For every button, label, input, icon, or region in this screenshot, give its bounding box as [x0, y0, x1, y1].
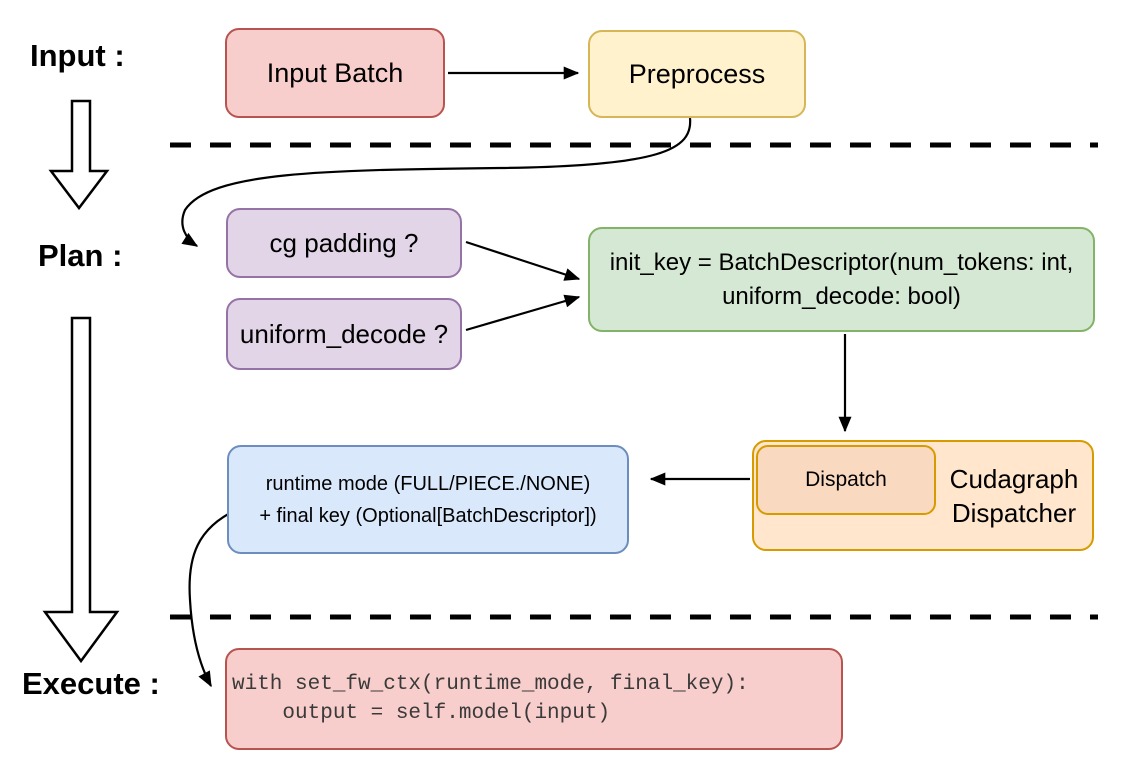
phase-label-input: Input :	[30, 38, 125, 73]
cudagraph-label-line1: Cudagraph	[949, 463, 1079, 494]
phase-label-plan: Plan :	[38, 238, 123, 273]
node-uniform-decode-label: uniform_decode ?	[239, 318, 449, 349]
node-preprocess: Preprocess	[588, 30, 806, 118]
node-preprocess-label: Preprocess	[628, 58, 766, 89]
node-dispatch-label: Dispatch	[805, 468, 887, 491]
execute-code-line1: with set_fw_ctx(runtime_mode, final_key)…	[232, 673, 749, 696]
node-runtime-result: runtime mode (FULL/PIECE./NONE) + final …	[227, 445, 629, 554]
phase-arrow-input-to-plan-icon	[48, 99, 110, 211]
phase-label-execute: Execute :	[22, 666, 160, 701]
node-execute-code: with set_fw_ctx(runtime_mode, final_key)…	[225, 648, 843, 750]
node-runtime-result-line1: runtime mode (FULL/PIECE./NONE)	[265, 472, 591, 495]
node-input-batch-label: Input Batch	[266, 57, 404, 88]
node-input-batch: Input Batch	[225, 28, 445, 118]
execute-code-line2: output = self.model(input)	[232, 702, 611, 725]
node-runtime-result-line2: + final key (Optional[BatchDescriptor])	[259, 504, 597, 527]
node-init-key-line1: init_key = BatchDescriptor(num_tokens: i…	[609, 248, 1074, 276]
connector-preprocess-to-plan-curve	[181, 117, 692, 247]
node-cudagraph-dispatcher: Dispatch Cudagraph Dispatcher	[752, 440, 1094, 551]
phase-arrow-plan-to-execute-icon	[42, 316, 120, 664]
node-init-key-line2: uniform_decode: bool)	[722, 282, 961, 310]
node-uniform-decode: uniform_decode ?	[226, 298, 462, 370]
connector-uniform-decode-to-init-key	[465, 294, 581, 332]
cudagraph-label-line2: Dispatcher	[951, 497, 1077, 528]
connector-runtime-result-to-execute-code	[188, 509, 237, 688]
node-cudagraph-dispatcher-label: Cudagraph Dispatcher	[936, 442, 1092, 549]
connector-cg-padding-to-init-key	[465, 240, 581, 281]
node-dispatch: Dispatch	[756, 445, 936, 515]
node-cg-padding-label: cg padding ?	[269, 227, 419, 258]
node-init-key: init_key = BatchDescriptor(num_tokens: i…	[588, 227, 1095, 332]
node-cg-padding: cg padding ?	[226, 208, 462, 278]
